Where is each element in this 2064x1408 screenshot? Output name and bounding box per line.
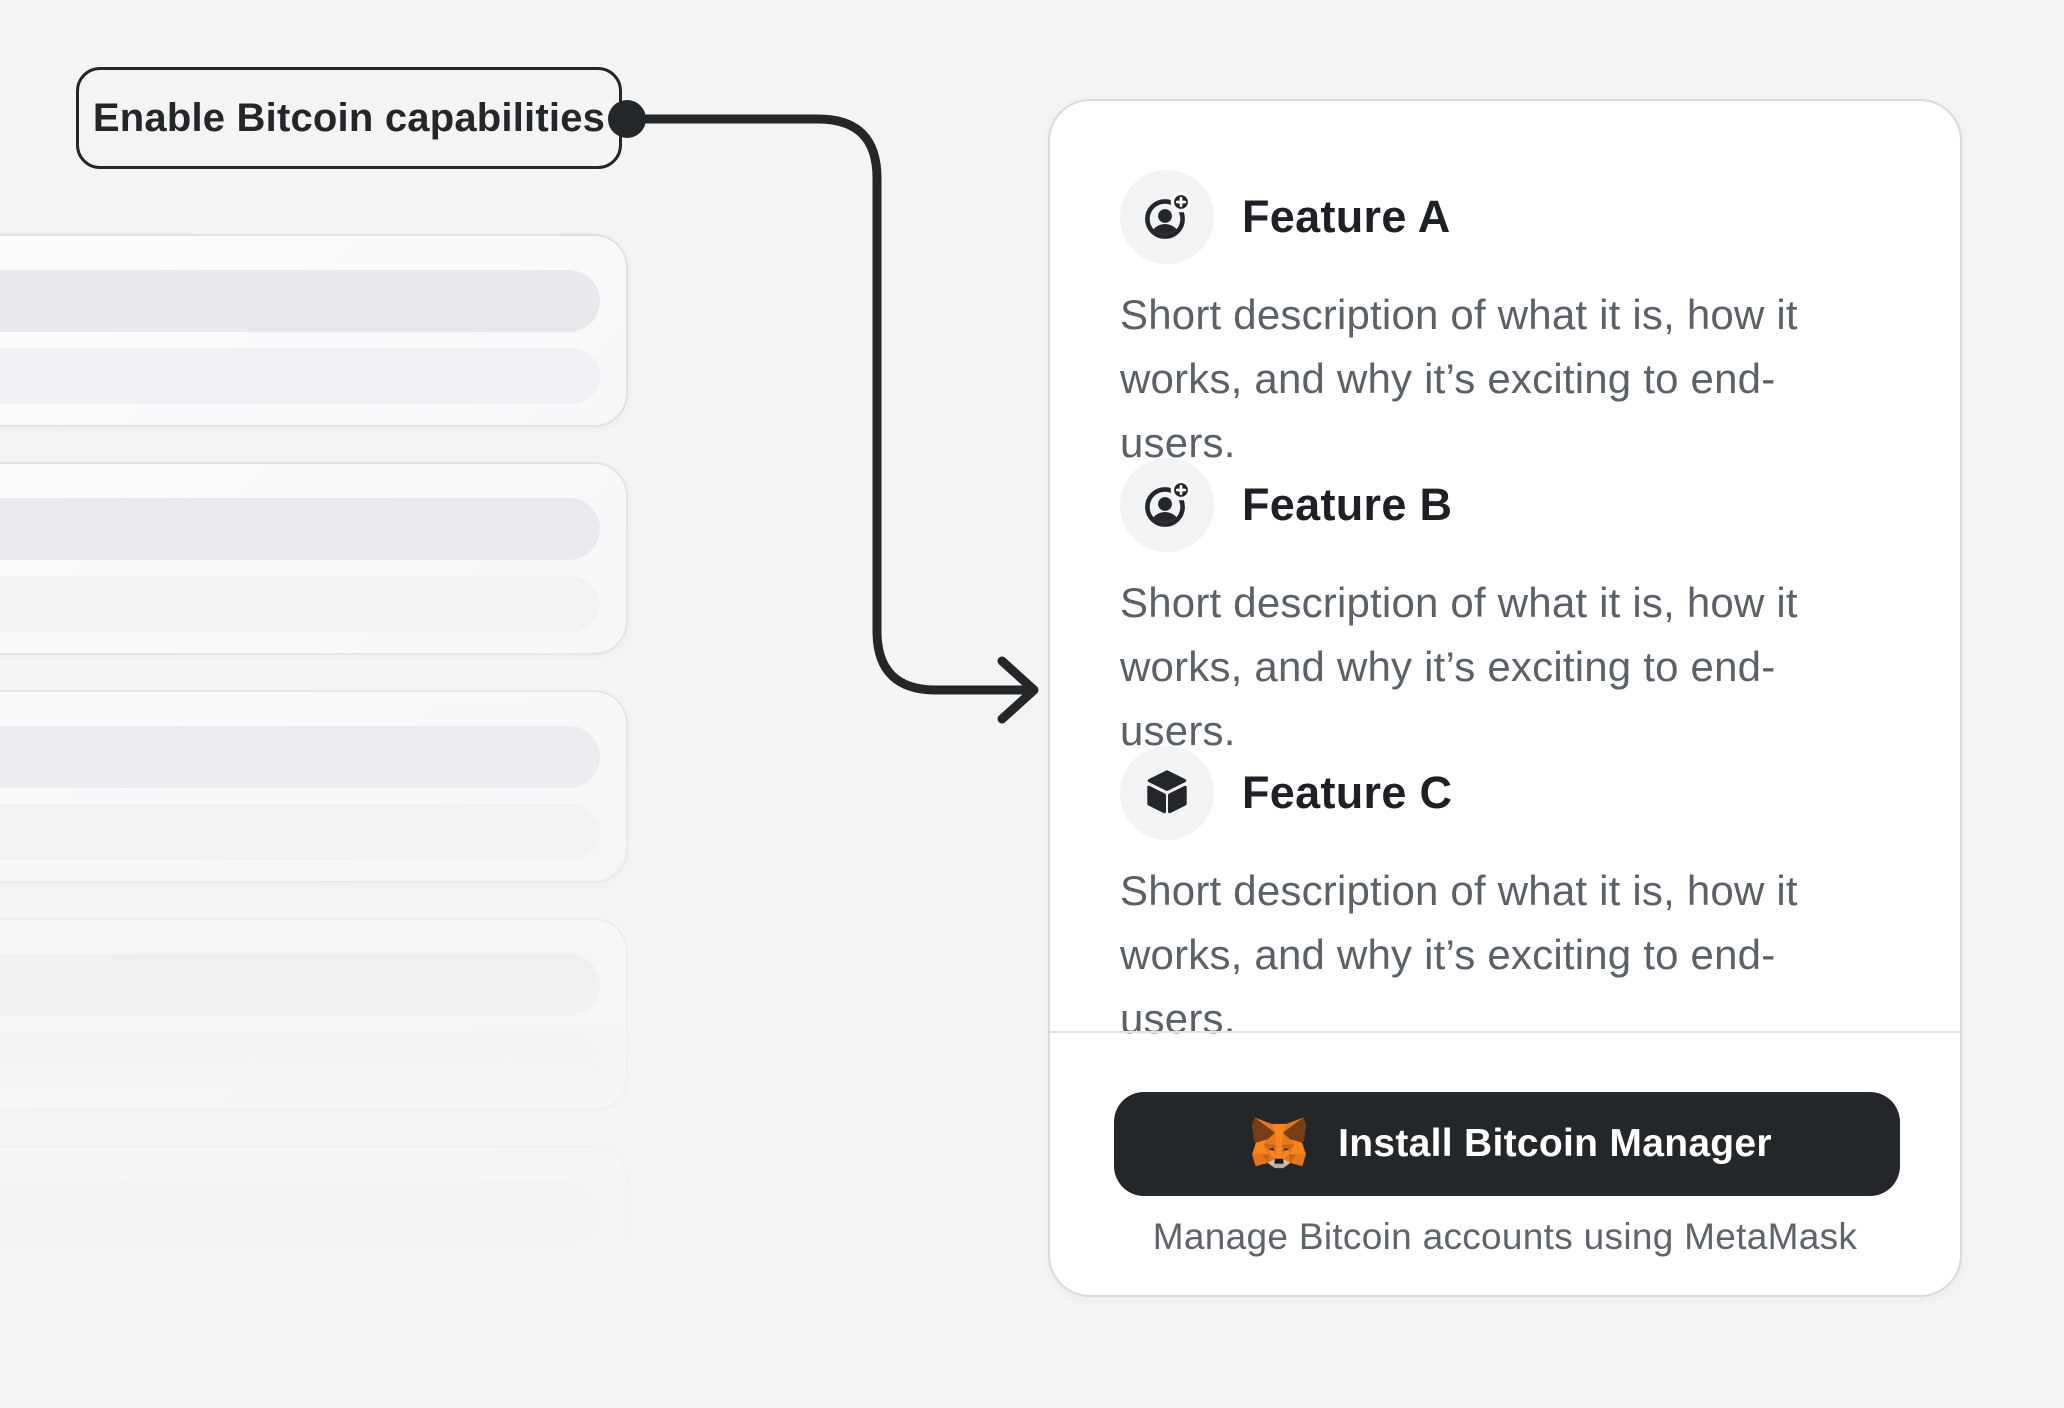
feature-description: Short description of what it is, how it … <box>1120 291 1798 466</box>
skeleton-row <box>0 1032 600 1088</box>
skeleton-card <box>0 1146 628 1339</box>
install-button-label: Install Bitcoin Manager <box>1338 1122 1772 1165</box>
feature-icon-circle <box>1120 746 1214 840</box>
feature-icon-circle <box>1120 170 1214 264</box>
skeleton-row <box>0 498 600 560</box>
skeleton-row <box>0 576 600 632</box>
feature-block-a: Feature A Short description of what it i… <box>1120 170 1898 475</box>
cube-icon <box>1147 770 1187 814</box>
section-divider <box>1050 1031 1960 1033</box>
skeleton-row <box>0 270 600 332</box>
feature-title: Feature C <box>1242 767 1453 818</box>
skeleton-row <box>0 348 600 404</box>
callout-label: Enable Bitcoin capabilities <box>76 67 622 169</box>
user-add-icon <box>1145 191 1192 239</box>
metamask-fox-icon <box>1251 1117 1307 1169</box>
skeleton-card <box>0 234 628 427</box>
arrowhead-icon <box>997 656 1039 724</box>
install-bitcoin-manager-button[interactable]: Install Bitcoin Manager <box>1114 1092 1900 1196</box>
feature-title: Feature A <box>1242 191 1451 242</box>
skeleton-row <box>0 804 600 860</box>
user-add-icon <box>1145 479 1192 527</box>
skeleton-row <box>0 1182 600 1244</box>
skeleton-card <box>0 462 628 655</box>
feature-block-c: Feature C Short description of what it i… <box>1120 746 1898 1051</box>
install-caption: Manage Bitcoin accounts using MetaMask <box>1152 1216 1858 1257</box>
feature-panel: Feature A Short description of what it i… <box>1048 99 1962 1297</box>
skeleton-row <box>0 1260 600 1316</box>
skeleton-list <box>0 0 720 1408</box>
skeleton-card <box>0 690 628 883</box>
skeleton-row <box>0 726 600 788</box>
feature-description: Short description of what it is, how it … <box>1120 867 1798 1042</box>
feature-description: Short description of what it is, how it … <box>1120 579 1798 754</box>
feature-title: Feature B <box>1242 479 1453 530</box>
feature-icon-circle <box>1120 458 1214 552</box>
skeleton-card <box>0 918 628 1111</box>
feature-block-b: Feature B Short description of what it i… <box>1120 458 1898 763</box>
skeleton-row <box>0 954 600 1016</box>
callout-label-text: Enable Bitcoin capabilities <box>92 95 606 140</box>
